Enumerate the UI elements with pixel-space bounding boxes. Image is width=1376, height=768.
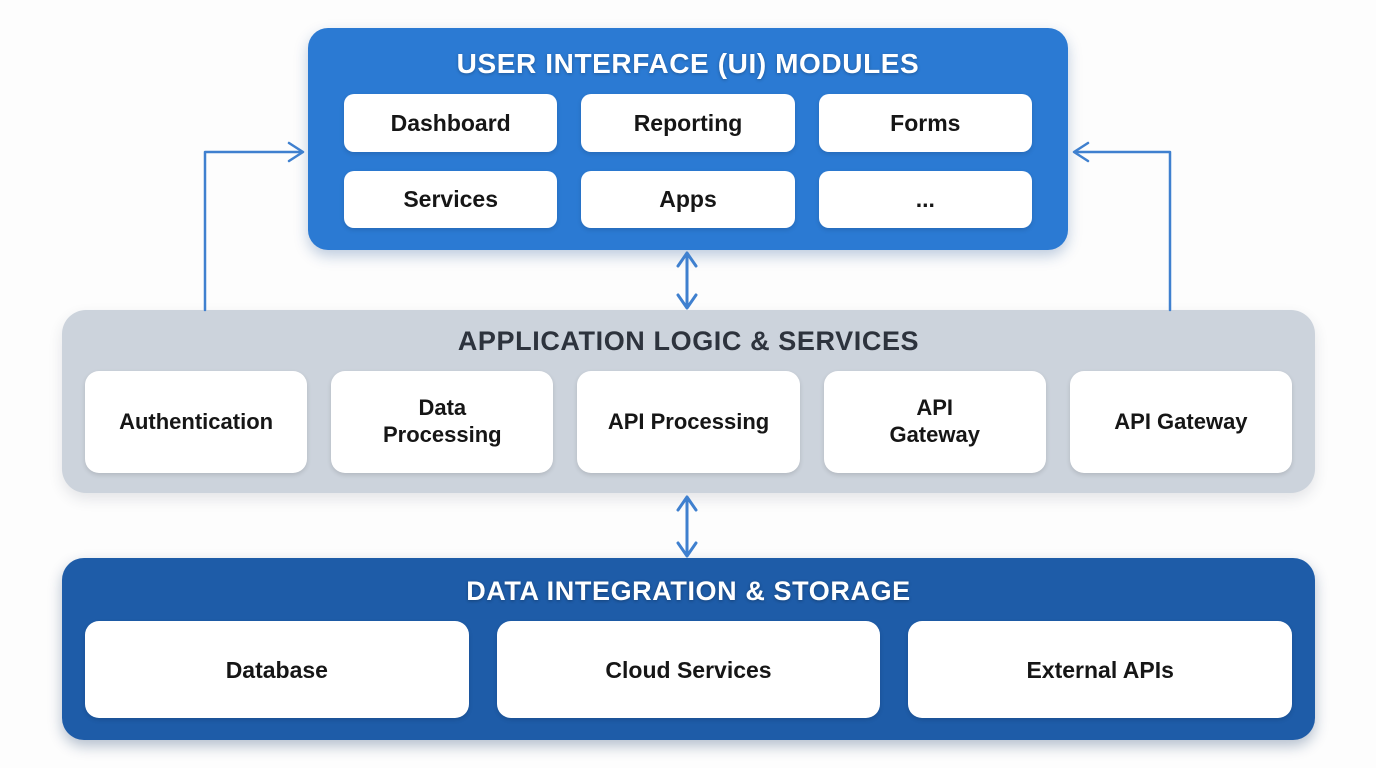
ui-modules-grid: Dashboard Reporting Forms Services Apps …	[344, 94, 1032, 228]
logic-layer-title: APPLICATION LOGIC & SERVICES	[457, 326, 920, 356]
arrow-elbow-right	[1072, 141, 1172, 312]
logic-modules-row: Authentication Data Processing API Proce…	[85, 371, 1293, 473]
ui-module-apps: Apps	[581, 170, 795, 228]
data-storage-layer: DATA INTEGRATION & STORAGE Database Clou…	[62, 558, 1315, 740]
ui-module-more: ...	[818, 170, 1032, 228]
ui-layer-title: USER INTERFACE (UI) MODULES	[456, 48, 920, 79]
logic-module-api-gateway-2: API Gateway	[1069, 371, 1293, 473]
ui-module-forms: Forms	[818, 94, 1032, 152]
data-module-cloud-services: Cloud Services	[496, 621, 881, 718]
logic-module-api-processing: API Processing	[577, 371, 800, 473]
data-layer-title: DATA INTEGRATION & STORAGE	[466, 576, 911, 606]
data-module-external-apis: External APIs	[908, 621, 1293, 718]
data-modules-row: Database Cloud Services External APIs	[85, 621, 1293, 718]
logic-module-api-gateway-1: API Gateway	[823, 371, 1046, 473]
ui-module-dashboard: Dashboard	[344, 94, 558, 152]
ui-modules-layer: USER INTERFACE (UI) MODULES Dashboard Re…	[308, 28, 1068, 250]
arrow-logic-data	[676, 495, 698, 558]
logic-module-authentication: Authentication	[85, 371, 308, 473]
data-module-database: Database	[85, 621, 469, 718]
logic-module-data-processing: Data Processing	[331, 371, 554, 473]
ui-module-reporting: Reporting	[581, 94, 795, 152]
arrow-elbow-left	[203, 141, 305, 312]
arrow-ui-logic	[676, 251, 698, 310]
ui-module-services: Services	[344, 170, 558, 228]
application-logic-layer: APPLICATION LOGIC & SERVICES Authenticat…	[62, 310, 1315, 493]
